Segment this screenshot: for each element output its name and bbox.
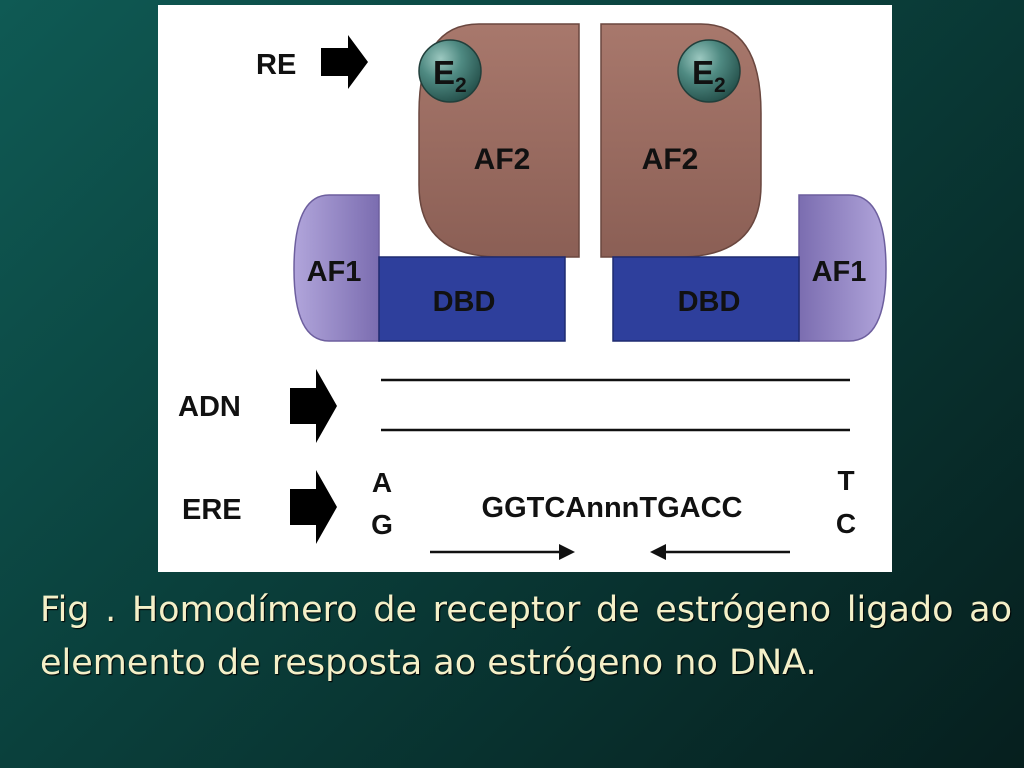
left-e2-subscript: 2 [455, 74, 467, 97]
sequence-core: GGTCAnnnTGACC [482, 492, 743, 524]
left-e2-label: E2 [433, 54, 467, 97]
sequence-right-bottom: C [836, 508, 856, 539]
reverse-arrow-icon [650, 544, 666, 560]
adn-arrow-icon [290, 369, 337, 443]
right-dbd-label: DBD [678, 286, 741, 318]
estrogen-receptor-diagram: E2 AF2 AF1 DBD E2 AF2 AF1 DBD RE ADN [178, 23, 887, 560]
right-receptor-monomer: E2 AF2 AF1 DBD [600, 23, 887, 342]
right-dbd-domain [612, 256, 800, 342]
right-e2-label: E2 [692, 54, 726, 97]
left-receptor-monomer: E2 AF2 AF1 DBD [293, 23, 580, 342]
right-e2-ligand [677, 39, 741, 103]
re-label: RE [256, 49, 296, 81]
left-af2-label: AF2 [474, 143, 531, 176]
left-e2-ligand [418, 39, 482, 103]
right-e2-base: E [692, 54, 714, 91]
figure-panel: E2 AF2 AF1 DBD E2 AF2 AF1 DBD RE ADN [158, 5, 892, 572]
sequence-right-top: T [837, 465, 854, 496]
re-arrow-icon [321, 35, 368, 89]
left-af1-domain [293, 194, 380, 342]
right-af1-domain [798, 194, 887, 342]
sequence-left-top: A [372, 467, 392, 498]
ere-label: ERE [182, 494, 242, 526]
sequence-left-bottom: G [371, 509, 393, 540]
left-dbd-domain [378, 256, 566, 342]
adn-label: ADN [178, 391, 241, 423]
ere-arrow-icon [290, 470, 337, 544]
left-dbd-label: DBD [433, 286, 496, 318]
left-e2-base: E [433, 54, 455, 91]
left-af1-label: AF1 [307, 256, 362, 288]
forward-arrow-icon [559, 544, 575, 560]
right-af2-label: AF2 [642, 143, 699, 176]
figure-caption: Fig . Homodímero de receptor de estrógen… [40, 590, 1012, 683]
right-af1-label: AF1 [812, 256, 867, 288]
right-e2-subscript: 2 [714, 74, 726, 97]
